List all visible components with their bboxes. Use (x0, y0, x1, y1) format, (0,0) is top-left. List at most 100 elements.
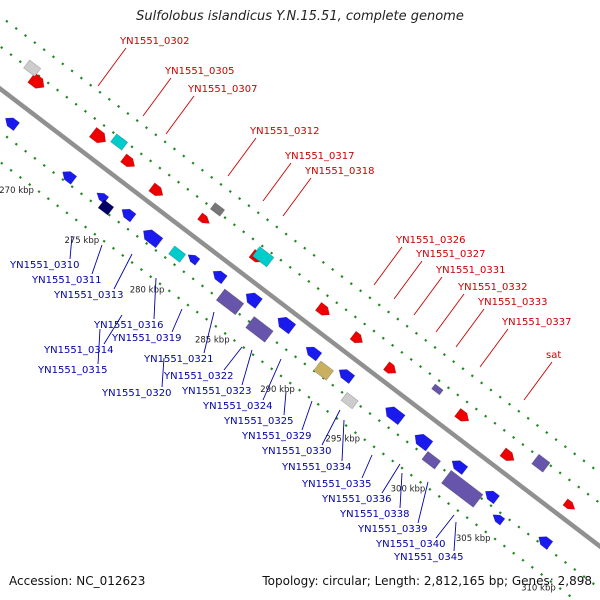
forward-gene-label: YN1551_0312 (249, 126, 320, 137)
reverse-gene-label: YN1551_0324 (202, 401, 273, 412)
reverse-gene-label: YN1551_0339 (357, 524, 428, 535)
gene-feature (168, 245, 187, 263)
reverse-leader-line (203, 311, 215, 354)
gene-feature (538, 536, 554, 550)
gene-feature (110, 133, 129, 151)
gene-feature (148, 182, 164, 197)
gene-feature (531, 453, 551, 473)
backbone-group (0, 85, 600, 550)
forward-gene-label: YN1551_0337 (501, 317, 572, 328)
forward-gene-label: YN1551_0332 (457, 282, 528, 293)
reverse-leader-line (435, 514, 455, 539)
forward-leader-line (413, 276, 443, 316)
reverse-leader-line (223, 346, 243, 371)
gene-feature (197, 212, 210, 224)
forward-leader-line (165, 95, 195, 135)
label-group: YN1551_0302YN1551_0305YN1551_0307YN1551_… (9, 36, 572, 563)
forward-gene-label: YN1551_0326 (395, 235, 466, 246)
forward-gene-label: YN1551_0333 (477, 297, 548, 308)
forward-gene-label: YN1551_0317 (284, 151, 355, 162)
reverse-gene-label: YN1551_0311 (31, 275, 102, 286)
reverse-gene-label: YN1551_0336 (321, 494, 392, 505)
gene-feature (485, 490, 500, 505)
gene-feature (431, 383, 444, 396)
reverse-gene-label: YN1551_0335 (301, 479, 372, 490)
reverse-gene-label: YN1551_0340 (375, 539, 446, 550)
reverse-gene-label: YN1551_0310 (9, 260, 80, 271)
reverse-leader-line (113, 253, 133, 290)
reverse-gene-label: YN1551_0323 (181, 386, 252, 397)
gene-feature (27, 72, 45, 89)
gene-feature (212, 270, 228, 285)
gene-feature (120, 153, 136, 168)
tick-label: 310 kbp (521, 584, 556, 594)
tick-label: 305 kbp (456, 534, 491, 544)
reverse-gene-label: YN1551_0330 (261, 446, 332, 457)
forward-leader-line (393, 260, 423, 300)
gene-feature (454, 408, 470, 422)
forward-gene-label: YN1551_0331 (435, 265, 506, 276)
gene-feature (441, 469, 484, 508)
forward-leader-line (97, 47, 127, 87)
reverse-gene-label: YN1551_0320 (101, 388, 172, 399)
gene-feature (5, 117, 20, 132)
gene-feature (62, 171, 78, 185)
map-title: Sulfolobus islandicus Y.N.15.51, complet… (136, 9, 464, 24)
tick-label: 275 kbp (64, 236, 99, 246)
reverse-leader-line (103, 314, 123, 345)
gene-feature (414, 433, 434, 452)
forward-leader-line (523, 361, 553, 401)
reverse-leader-line (399, 472, 403, 509)
reverse-leader-line (161, 357, 165, 388)
reverse-leader-line (301, 400, 313, 431)
gene-feature (385, 406, 406, 426)
reverse-leader-line (91, 244, 103, 275)
reverse-gene-label: YN1551_0316 (93, 320, 164, 331)
reverse-gene-label: YN1551_0315 (37, 365, 108, 376)
tick-label: 270 kbp (0, 186, 34, 196)
gene-feature (382, 361, 397, 374)
gene-feature (121, 208, 137, 223)
gene-feature (499, 447, 515, 462)
gene-feature (492, 514, 506, 526)
forward-gene-label: YN1551_0305 (164, 66, 235, 77)
forward-leader-line (262, 162, 292, 202)
reverse-gene-label: YN1551_0338 (339, 509, 410, 520)
reverse-gene-label: YN1551_0313 (53, 290, 124, 301)
gene-feature (251, 246, 275, 268)
forward-gene-label: YN1551_0307 (187, 84, 258, 95)
reverse-leader-line (69, 235, 73, 260)
gene-feature (562, 498, 576, 510)
forward-leader-line (455, 308, 485, 348)
gene-feature (340, 392, 359, 410)
gene-feature (143, 229, 164, 249)
gene-feature (215, 288, 245, 316)
gene-feature (313, 360, 334, 381)
tick-label: 285 kbp (195, 335, 230, 345)
reverse-leader-line (417, 481, 429, 524)
reverse-gene-label: YN1551_0325 (223, 416, 294, 427)
reverse-gene-label: YN1551_0314 (43, 345, 114, 356)
gene-feature (305, 346, 323, 362)
reverse-leader-line (171, 308, 183, 333)
reverse-leader-line (283, 391, 287, 416)
gene-feature (245, 316, 274, 343)
genome-backbone (0, 85, 600, 550)
gene-feature (421, 451, 442, 470)
forward-leader-line (227, 137, 257, 177)
reverse-leader-line (262, 358, 282, 401)
forward-gene-label: sat (546, 350, 561, 361)
gene-feature (245, 292, 263, 309)
topology-text: Topology: circular; Length: 2,812,165 bp… (262, 574, 592, 588)
tick-label: 300 kbp (391, 484, 426, 494)
gene-feature (23, 59, 42, 77)
forward-leader-line (479, 328, 509, 368)
reverse-leader-line (321, 409, 341, 446)
reverse-leader-line (241, 349, 253, 386)
reverse-gene-label: YN1551_0345 (393, 552, 464, 563)
gene-feature (97, 199, 115, 216)
forward-gene-label: YN1551_0302 (119, 36, 190, 47)
